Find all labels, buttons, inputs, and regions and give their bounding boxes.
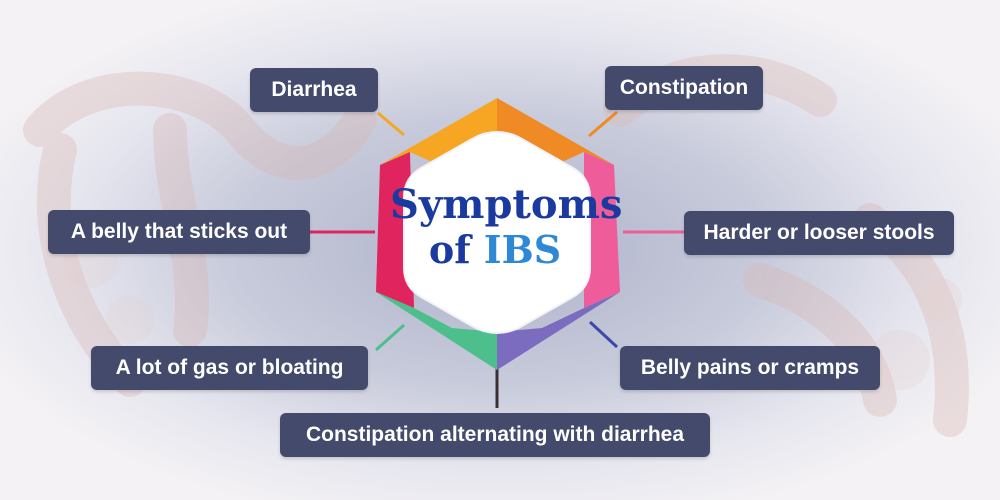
connector-diarrhea	[377, 111, 405, 137]
connector-belly-pains	[588, 320, 619, 349]
connector-gas-bloating	[375, 323, 405, 352]
title-line-2-accent: IBS	[483, 227, 562, 272]
symptom-harder-looser: Harder or looser stools	[684, 211, 954, 255]
title-line-2-prefix: of	[428, 227, 471, 272]
segment-right	[584, 152, 620, 308]
segment-bottom-right	[497, 292, 620, 370]
symptom-belly-sticks-out: A belly that sticks out	[48, 210, 310, 254]
hexagon-center	[403, 130, 591, 335]
connector-constipation	[588, 110, 618, 138]
symptom-diarrhea: Diarrhea	[250, 68, 378, 112]
symptom-constipation: Constipation	[605, 66, 763, 110]
symptom-alternating: Constipation alternating with diarrhea	[280, 413, 710, 457]
symptom-gas-bloating: A lot of gas or bloating	[91, 346, 368, 390]
symptom-belly-pains: Belly pains or cramps	[620, 346, 880, 390]
segment-bottom-left	[376, 292, 497, 370]
title-line-1: Symptoms	[390, 181, 623, 228]
title-line-2: of IBS	[390, 231, 600, 269]
diagram-title: Symptoms of IBS	[390, 181, 623, 269]
